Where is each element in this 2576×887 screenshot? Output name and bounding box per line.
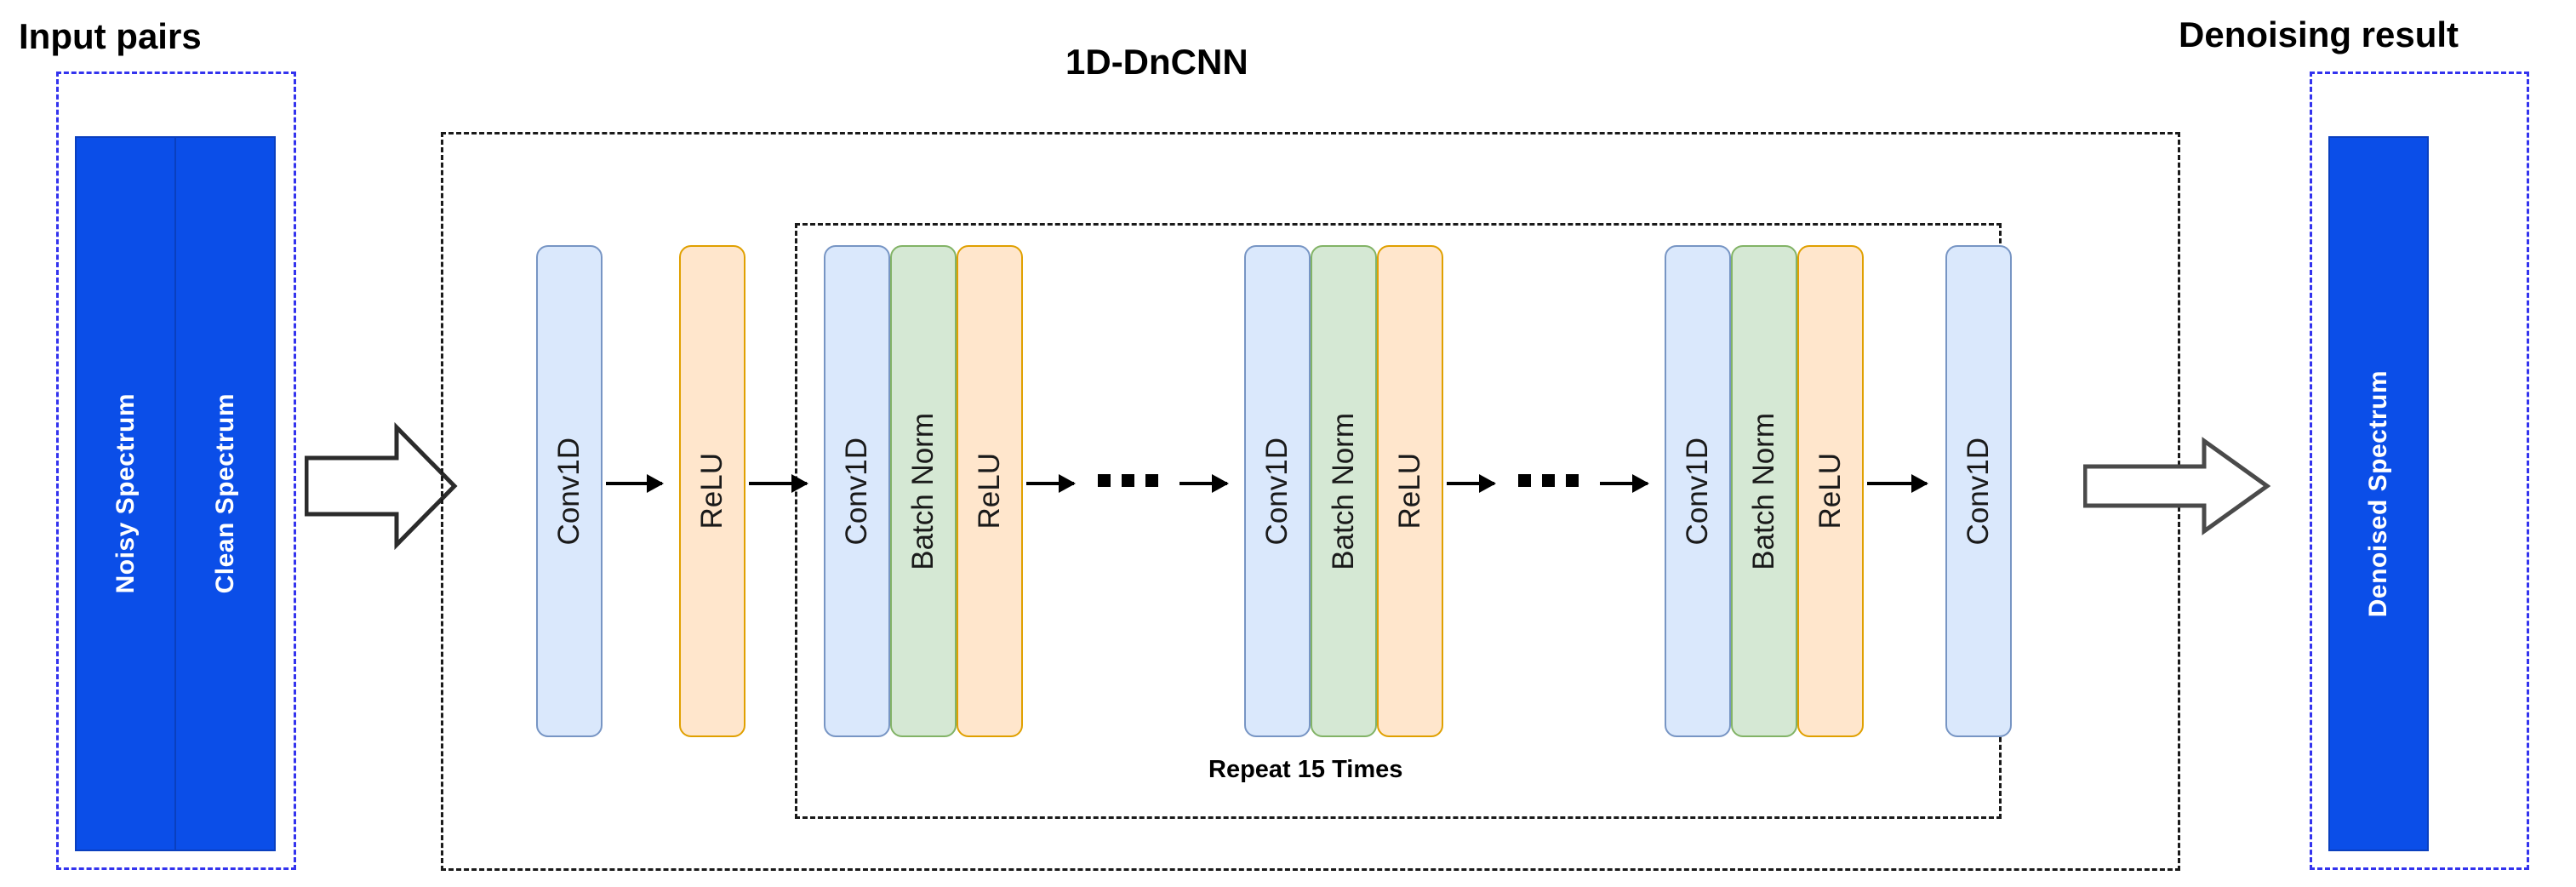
noisy-spectrum-bar: Noisy Spectrum	[75, 136, 175, 851]
input-flow-arrow	[304, 414, 458, 563]
layer-label: Batch Norm	[1327, 412, 1360, 570]
clean-spectrum-bar: Clean Spectrum	[175, 136, 276, 851]
layer-label: ReLU	[1813, 453, 1847, 529]
repeat-times-label: Repeat 15 Times	[1208, 756, 1403, 783]
layer-label: Conv1D	[1962, 437, 1995, 546]
input-pairs-title: Input pairs	[19, 16, 202, 56]
layer-label: Conv1D	[552, 437, 585, 546]
arrow-ellipsis1-to-block2	[1179, 474, 1229, 493]
layer-block3-relu: ReLU	[1797, 245, 1864, 737]
layer-label: ReLU	[973, 453, 1006, 529]
ellipsis-dot	[1518, 474, 1531, 487]
noisy-spectrum-label: Noisy Spectrum	[111, 393, 140, 594]
arrow-head-relu-to-block1	[749, 474, 808, 493]
layer-tail-conv1d: Conv1D	[1945, 245, 2012, 737]
denoising-result-group	[2310, 72, 2529, 870]
arrow-head-conv-to-relu	[606, 474, 664, 493]
input-pairs-group	[56, 72, 296, 870]
layer-label: Conv1D	[840, 437, 873, 546]
network-title: 1D-DnCNN	[1065, 42, 1248, 82]
ellipsis-dot	[1542, 474, 1555, 487]
layer-label: Conv1D	[1260, 437, 1294, 546]
ellipsis-dots-2	[1518, 474, 1579, 487]
layer-head-conv1d: Conv1D	[536, 245, 603, 737]
ellipsis-dot	[1122, 474, 1134, 487]
layer-block1-batchnorm: Batch Norm	[890, 245, 957, 737]
arrow-ellipsis2-to-block3	[1600, 474, 1649, 493]
layer-block3-conv1d: Conv1D	[1665, 245, 1731, 737]
ellipsis-dot	[1145, 474, 1158, 487]
denoising-result-title: Denoising result	[2179, 14, 2459, 54]
layer-block1-relu: ReLU	[957, 245, 1023, 737]
layer-block2-batchnorm: Batch Norm	[1311, 245, 1377, 737]
denoised-spectrum-bar: Denoised Spectrum	[2328, 136, 2429, 851]
output-flow-arrow	[2082, 431, 2271, 546]
layer-block2-relu: ReLU	[1377, 245, 1443, 737]
layer-block3-batchnorm: Batch Norm	[1731, 245, 1797, 737]
arrow-block3-to-tail-conv	[1867, 474, 1928, 493]
clean-spectrum-label: Clean Spectrum	[210, 393, 239, 594]
layer-block2-conv1d: Conv1D	[1244, 245, 1311, 737]
layer-label: ReLU	[1393, 453, 1426, 529]
layer-label: ReLU	[695, 453, 728, 529]
denoised-spectrum-label: Denoised Spectrum	[2364, 369, 2392, 618]
ellipsis-dot	[1566, 474, 1579, 487]
arrow-block2-to-ellipsis2	[1447, 474, 1496, 493]
ellipsis-dot	[1098, 474, 1111, 487]
arrow-block1-to-ellipsis1	[1026, 474, 1076, 493]
ellipsis-dots-1	[1098, 474, 1158, 487]
layer-block1-conv1d: Conv1D	[824, 245, 890, 737]
layer-label: Batch Norm	[1747, 412, 1780, 570]
layer-head-relu: ReLU	[679, 245, 745, 737]
layer-label: Batch Norm	[906, 412, 940, 570]
layer-label: Conv1D	[1681, 437, 1714, 546]
